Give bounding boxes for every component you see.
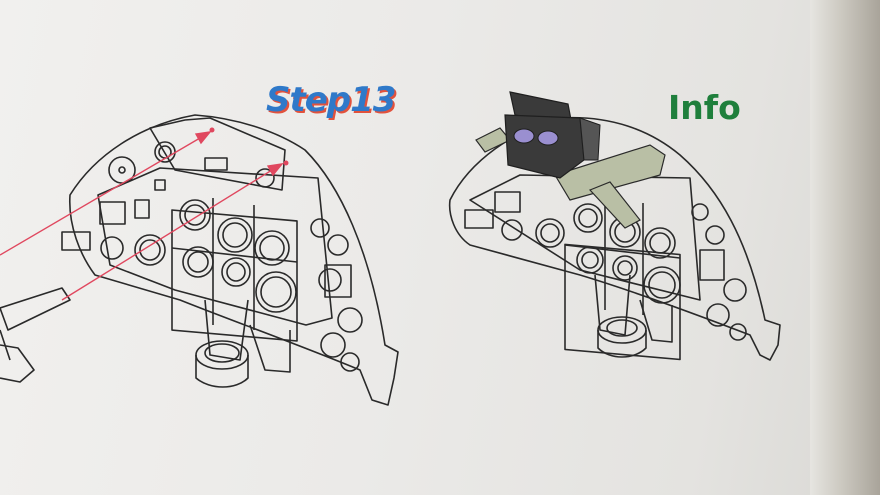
panel-top-plate — [149, 117, 286, 191]
switch-box — [154, 179, 166, 191]
gunsight-bracket — [475, 127, 666, 229]
gauge — [217, 217, 253, 253]
gauge — [318, 268, 342, 292]
rudder-bar — [0, 287, 71, 331]
sheet-edge-shadow — [810, 0, 880, 495]
gauge — [221, 257, 251, 287]
gauge — [134, 234, 166, 266]
gauge — [182, 246, 214, 278]
panel-outline — [69, 114, 399, 406]
gunsight-icon — [504, 91, 601, 179]
gauge-block — [564, 243, 681, 361]
switch-box — [61, 231, 91, 251]
target-marks — [209, 127, 289, 166]
gauge — [327, 234, 349, 256]
gauge — [340, 352, 360, 372]
switch-box — [324, 264, 352, 298]
gauge — [100, 236, 124, 260]
gauge — [310, 218, 330, 238]
gauge — [255, 168, 275, 188]
gauge-block — [171, 209, 298, 342]
switch-box — [204, 157, 228, 171]
lower-mount — [594, 274, 631, 336]
lower-mount — [204, 299, 249, 361]
step-title: Step13 — [266, 80, 396, 120]
gauge — [320, 332, 346, 358]
info-title: Info — [668, 88, 741, 127]
panel-inner-frame — [97, 167, 333, 326]
panel-inner-frame — [469, 174, 701, 301]
gun-ring — [597, 316, 647, 344]
switch-box — [99, 201, 126, 225]
gauge — [254, 230, 290, 266]
switch-box — [134, 199, 150, 219]
gauge — [179, 199, 211, 231]
gauge — [255, 271, 297, 313]
gauge — [337, 307, 363, 333]
assembly-arrows — [0, 131, 284, 301]
panel-outline — [448, 116, 781, 361]
